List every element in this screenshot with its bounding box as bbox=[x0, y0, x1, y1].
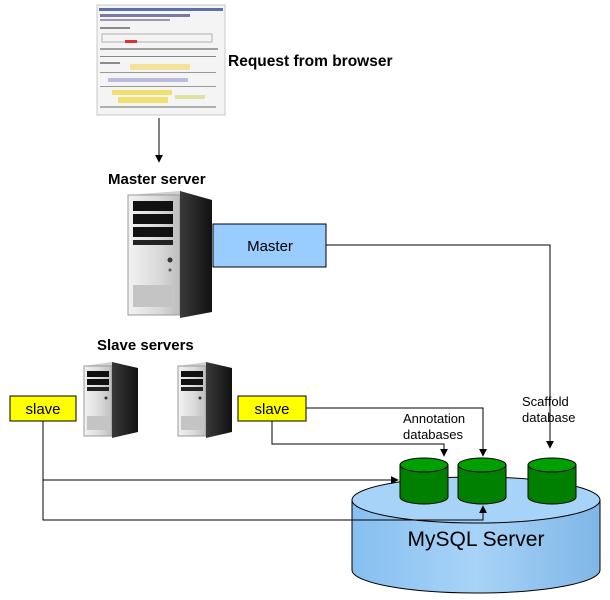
scaffold-label-line2: database bbox=[522, 410, 576, 425]
request-label: Request from browser bbox=[228, 53, 393, 70]
database-cylinder-icon bbox=[527, 457, 577, 505]
server-tower-icon bbox=[83, 362, 138, 438]
server-tower-icon bbox=[177, 362, 232, 438]
database-cylinder-icon bbox=[457, 457, 507, 505]
scaffold-label-line1: Scaffold bbox=[522, 394, 569, 409]
mysql-server-label: MySQL Server bbox=[408, 528, 545, 551]
slave-right-to-annotation-1-arrow bbox=[271, 421, 448, 457]
server-tower-icon bbox=[127, 191, 212, 318]
slave-box-left bbox=[9, 395, 77, 422]
slave-right-to-annotation-2-arrow bbox=[306, 407, 487, 457]
browser-screenshot-icon bbox=[96, 4, 226, 116]
slave-left-to-annotation-2-arrow bbox=[42, 421, 487, 521]
master-box-label: Master bbox=[247, 238, 293, 255]
master-to-scaffold-arrow bbox=[326, 244, 554, 449]
slave-left-label: slave bbox=[25, 401, 60, 418]
slave-servers-label: Slave servers bbox=[97, 337, 194, 354]
database-cylinder-icon bbox=[399, 457, 449, 505]
slave-right-label: slave bbox=[254, 401, 289, 418]
master-box bbox=[212, 223, 327, 268]
master-server-label: Master server bbox=[108, 171, 206, 188]
annotation-label-line1: Annotation bbox=[403, 411, 465, 426]
annotation-label-line2: databases bbox=[403, 427, 463, 442]
